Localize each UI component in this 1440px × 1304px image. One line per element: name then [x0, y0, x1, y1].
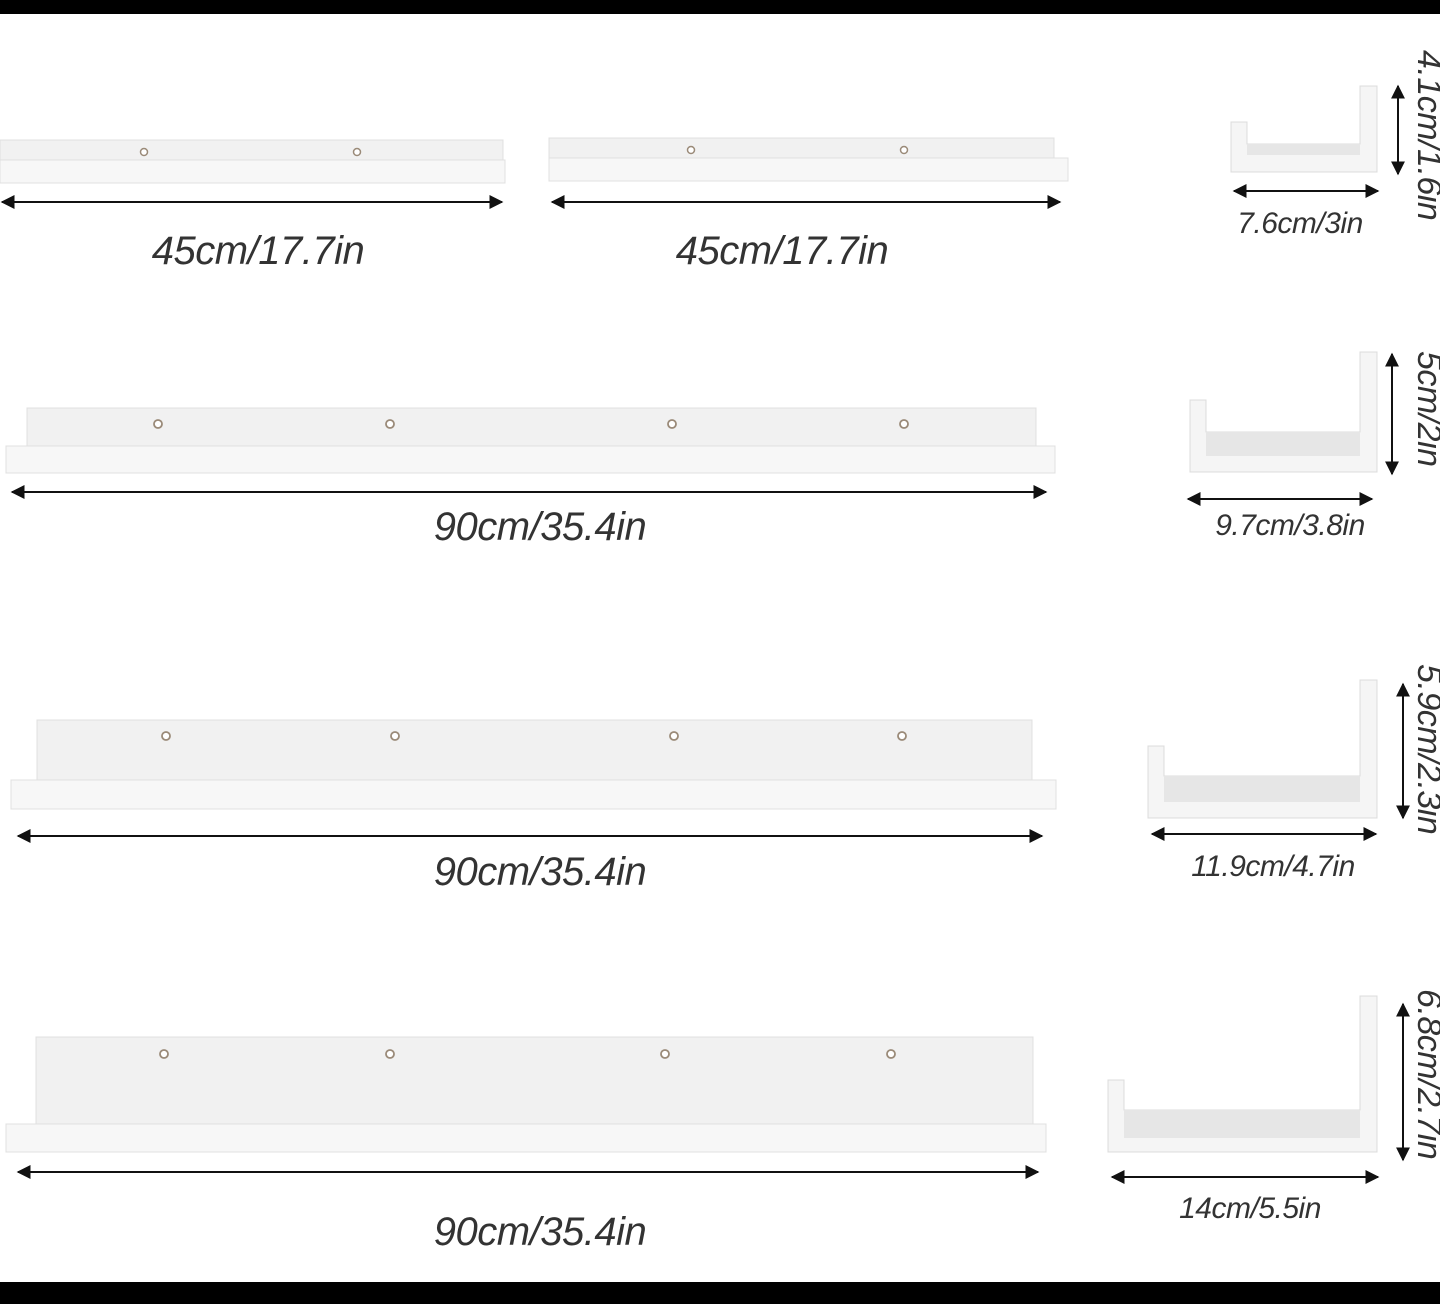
- shelf-back: [36, 719, 1033, 781]
- shelf-back: [35, 1036, 1034, 1125]
- profile-row3: [1147, 679, 1410, 841]
- shelf-back: [548, 137, 1055, 159]
- screw: [385, 1049, 395, 1059]
- screw: [897, 731, 907, 741]
- shelf-row2: [5, 407, 1056, 499]
- shelf-length-label: 90cm/35.4in: [433, 1210, 647, 1254]
- profile-width-label: 7.6cm/3in: [1237, 207, 1363, 240]
- shelf-length-label: 90cm/35.4in: [433, 850, 647, 894]
- shelf-front: [548, 157, 1069, 182]
- profile-width-label: 9.7cm/3.8in: [1215, 509, 1365, 542]
- shelf-row1-a: [0, 139, 506, 209]
- screw: [352, 147, 362, 157]
- shelf-front: [0, 159, 506, 184]
- profile-width-label: 14cm/5.5in: [1179, 1192, 1321, 1225]
- shelf-front: [5, 445, 1056, 474]
- screw: [660, 1049, 670, 1059]
- profile-inner-shadow: [1206, 432, 1360, 456]
- shelf-back: [0, 139, 504, 161]
- profile-height-label: 5cm/2in: [1410, 351, 1440, 467]
- screw: [667, 419, 677, 429]
- shelf-row3: [10, 719, 1057, 843]
- profile-height-label: 5.9cm/2.3in: [1410, 664, 1440, 835]
- shelf-length-label: 45cm/17.7in: [151, 229, 365, 273]
- profile-row1: [1230, 84, 1405, 198]
- profile-inner-shadow: [1164, 776, 1360, 802]
- profile-width-label: 11.9cm/4.7in: [1191, 850, 1355, 883]
- shelf-front: [10, 779, 1057, 810]
- profile-height-label: 4.1cm/1.6in: [1410, 50, 1440, 221]
- screw: [886, 1049, 896, 1059]
- profile-height-label: 6.8cm/2.7in: [1410, 989, 1440, 1160]
- screw: [153, 419, 163, 429]
- shelf-length-label: 90cm/35.4in: [433, 505, 647, 549]
- shelf-row1-b: [548, 137, 1069, 209]
- screw: [390, 731, 400, 741]
- screw: [161, 731, 171, 741]
- shelf-length-label: 45cm/17.7in: [675, 229, 889, 273]
- shelf-back: [26, 407, 1037, 447]
- profile-inner-shadow: [1247, 144, 1360, 155]
- screw: [139, 147, 149, 157]
- profile-shape: [1230, 85, 1378, 173]
- screw: [686, 145, 696, 155]
- profile-row4: [1107, 995, 1410, 1184]
- screw: [385, 419, 395, 429]
- shelf-drawings: [0, 84, 1410, 1184]
- profile-inner-shadow: [1124, 1110, 1360, 1138]
- shelf-front: [5, 1123, 1047, 1153]
- diagram-canvas: 45cm/17.7in 45cm/17.7in 90cm/35.4in 90cm…: [0, 14, 1440, 1282]
- screw: [899, 145, 909, 155]
- profile-row2: [1186, 351, 1399, 506]
- screw: [899, 419, 909, 429]
- screw: [159, 1049, 169, 1059]
- screw: [669, 731, 679, 741]
- shelf-row4: [5, 1036, 1047, 1179]
